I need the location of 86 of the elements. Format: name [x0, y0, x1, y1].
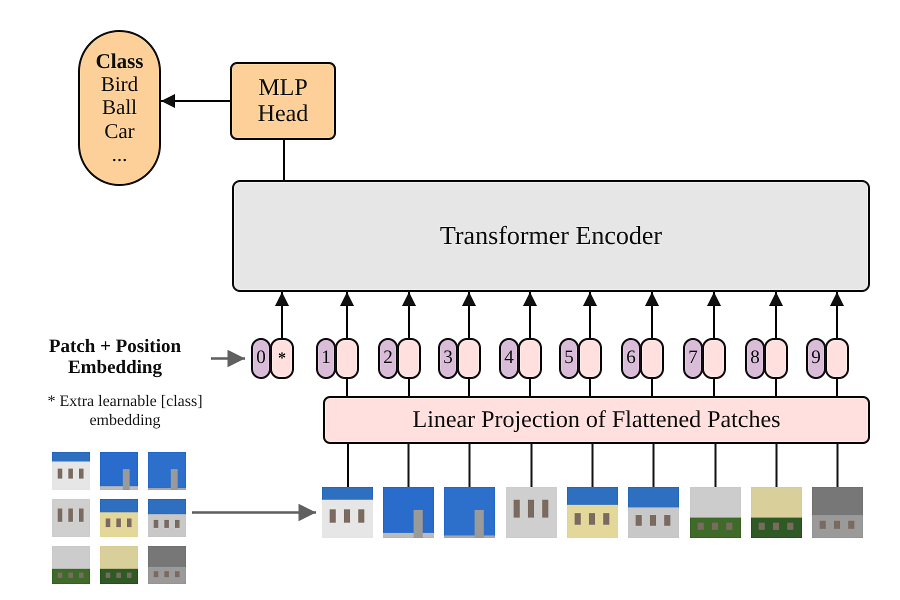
node-text: 7	[688, 348, 698, 369]
connector-line	[529, 379, 531, 396]
patch-embedding-box	[764, 338, 788, 379]
image-grid-picture	[52, 452, 186, 584]
position-embedding-box	[745, 338, 765, 379]
node-text: Bird	[100, 73, 138, 96]
image-patch-picture	[444, 487, 495, 538]
arrow	[769, 292, 783, 338]
node-text: ...	[112, 142, 128, 166]
arrow	[402, 292, 416, 338]
node-text: 4	[504, 348, 514, 369]
connector-line	[836, 379, 838, 396]
position-embedding-box	[378, 338, 398, 379]
position-embedding-box	[499, 338, 519, 379]
position-embedding-box	[316, 338, 336, 379]
position-embedding-box	[559, 338, 579, 379]
node-text: Car	[104, 120, 135, 143]
node-text: 2	[383, 348, 393, 369]
node-text: MLP Head	[256, 74, 310, 128]
node-text: Linear Projection of Flattened Patches	[412, 406, 780, 434]
connector-line	[283, 140, 285, 180]
arrow	[275, 292, 289, 338]
arrow	[211, 350, 245, 368]
image-patch-picture	[751, 487, 802, 538]
position-embedding-box	[438, 338, 458, 379]
encoder-box	[232, 180, 870, 292]
node-text: 1	[321, 348, 331, 369]
node-text: Transformer Encoder	[440, 222, 662, 250]
arrow	[523, 292, 537, 338]
patch-embedding-box	[578, 338, 602, 379]
connector-line	[468, 379, 470, 396]
arrow	[707, 292, 721, 338]
connector-line	[836, 444, 838, 487]
node-text: 9	[811, 348, 821, 369]
patch-embedding-box	[702, 338, 726, 379]
arrow	[340, 292, 354, 338]
connector-line	[713, 379, 715, 396]
connector-line	[652, 444, 654, 487]
node-text: Ball	[102, 96, 137, 120]
patch-embedding-box	[457, 338, 481, 379]
connector-line	[589, 379, 591, 396]
connector-line	[468, 444, 470, 487]
patch-embedding-box	[397, 338, 421, 379]
image-patch-picture	[690, 487, 741, 538]
image-patch-picture	[383, 487, 434, 538]
connector-line	[346, 379, 348, 396]
connector-line	[592, 444, 594, 487]
connector-line	[775, 379, 777, 396]
node-text: 3	[443, 348, 453, 369]
node-text: 6	[626, 348, 636, 369]
node-text: Patch + Position Embedding	[48, 337, 182, 379]
arrow	[192, 504, 316, 522]
patch-embedding-box	[640, 338, 664, 379]
position-embedding-box	[251, 338, 271, 379]
connector-line	[347, 444, 349, 487]
projection-box	[323, 396, 870, 444]
connector-line	[408, 444, 410, 487]
position-embedding-box	[806, 338, 826, 379]
image-patch-picture	[812, 487, 863, 538]
connector-line	[408, 379, 410, 396]
connector-line	[651, 379, 653, 396]
patch-embedding-box	[335, 338, 359, 379]
image-patch-picture	[322, 487, 373, 538]
node-text: 5	[564, 348, 574, 369]
arrow	[645, 292, 659, 338]
node-text: 8	[750, 348, 760, 369]
arrow	[161, 94, 230, 108]
position-embedding-box	[621, 338, 641, 379]
node-text: *	[278, 350, 286, 368]
connector-line	[776, 444, 778, 487]
node-text: 0	[256, 348, 266, 369]
arrow	[462, 292, 476, 338]
arrow	[830, 292, 844, 338]
patch-embedding-box	[825, 338, 849, 379]
footnote-text: * Extra learnable [class] embedding	[46, 392, 204, 430]
heading-text: Class	[96, 50, 144, 74]
position-embedding-box	[683, 338, 703, 379]
arrow	[583, 292, 597, 338]
patch-embedding-box	[270, 338, 294, 379]
image-patch-picture	[567, 487, 618, 538]
connector-line	[530, 444, 532, 487]
mlp-head-box	[230, 62, 336, 140]
image-patch-picture	[628, 487, 679, 538]
connector-line	[714, 444, 716, 487]
patch-embedding-box	[518, 338, 542, 379]
image-patch-picture	[506, 487, 557, 538]
